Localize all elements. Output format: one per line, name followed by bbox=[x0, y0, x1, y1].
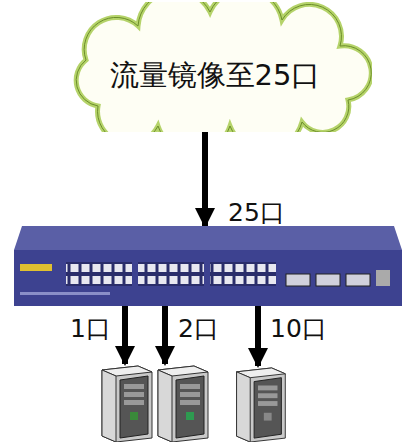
server-shape bbox=[94, 364, 154, 442]
power-led bbox=[264, 413, 272, 421]
switch-shape bbox=[14, 226, 402, 306]
drive-bay bbox=[180, 384, 200, 389]
port-label: 1口 bbox=[70, 316, 111, 341]
server-side bbox=[158, 370, 172, 442]
server-body bbox=[237, 368, 286, 442]
server-body bbox=[102, 366, 152, 442]
drive-bay bbox=[180, 400, 200, 405]
server-body bbox=[158, 366, 208, 442]
switch-node bbox=[14, 226, 402, 306]
drive-bay bbox=[124, 384, 144, 389]
server-front bbox=[254, 378, 281, 438]
console-port bbox=[376, 270, 390, 286]
port-group bbox=[66, 262, 132, 286]
arrow-connector bbox=[202, 132, 208, 226]
server-node bbox=[94, 364, 154, 442]
model-strip bbox=[20, 292, 110, 295]
server-front bbox=[176, 376, 204, 438]
port-label: 2口 bbox=[178, 316, 219, 341]
arrow-connector bbox=[122, 306, 128, 364]
server-side bbox=[102, 370, 116, 442]
port-label: 25口 bbox=[228, 200, 285, 225]
server-front bbox=[120, 376, 148, 438]
drive-bay bbox=[124, 392, 144, 397]
server-side bbox=[237, 372, 251, 442]
port-label: 10口 bbox=[270, 316, 327, 341]
drive-bay bbox=[180, 392, 200, 397]
arrow-connector bbox=[255, 306, 261, 366]
drive-bay bbox=[124, 400, 144, 405]
server-node bbox=[228, 366, 288, 442]
sfp-slot bbox=[346, 274, 370, 286]
brand-logo bbox=[20, 264, 52, 271]
server-shape bbox=[228, 366, 288, 442]
cloud-node: 流量镜像至25口 bbox=[58, 2, 372, 132]
drive-bay bbox=[258, 385, 277, 390]
sfp-slot bbox=[316, 274, 340, 286]
drive-bay bbox=[258, 401, 277, 406]
port-group bbox=[138, 262, 204, 286]
cloud-edge bbox=[76, 2, 371, 132]
server-node bbox=[150, 364, 210, 442]
drive-bay bbox=[258, 393, 277, 398]
switch-front bbox=[14, 250, 402, 306]
node-label: 流量镜像至25口 bbox=[110, 60, 321, 92]
arrow-connector bbox=[162, 306, 168, 364]
server-shape bbox=[150, 364, 210, 442]
port-group bbox=[210, 262, 276, 286]
switch-top bbox=[14, 226, 402, 250]
sfp-slot bbox=[286, 274, 310, 286]
power-led bbox=[130, 412, 138, 420]
cloud-outline bbox=[76, 2, 371, 132]
power-led bbox=[186, 412, 194, 420]
